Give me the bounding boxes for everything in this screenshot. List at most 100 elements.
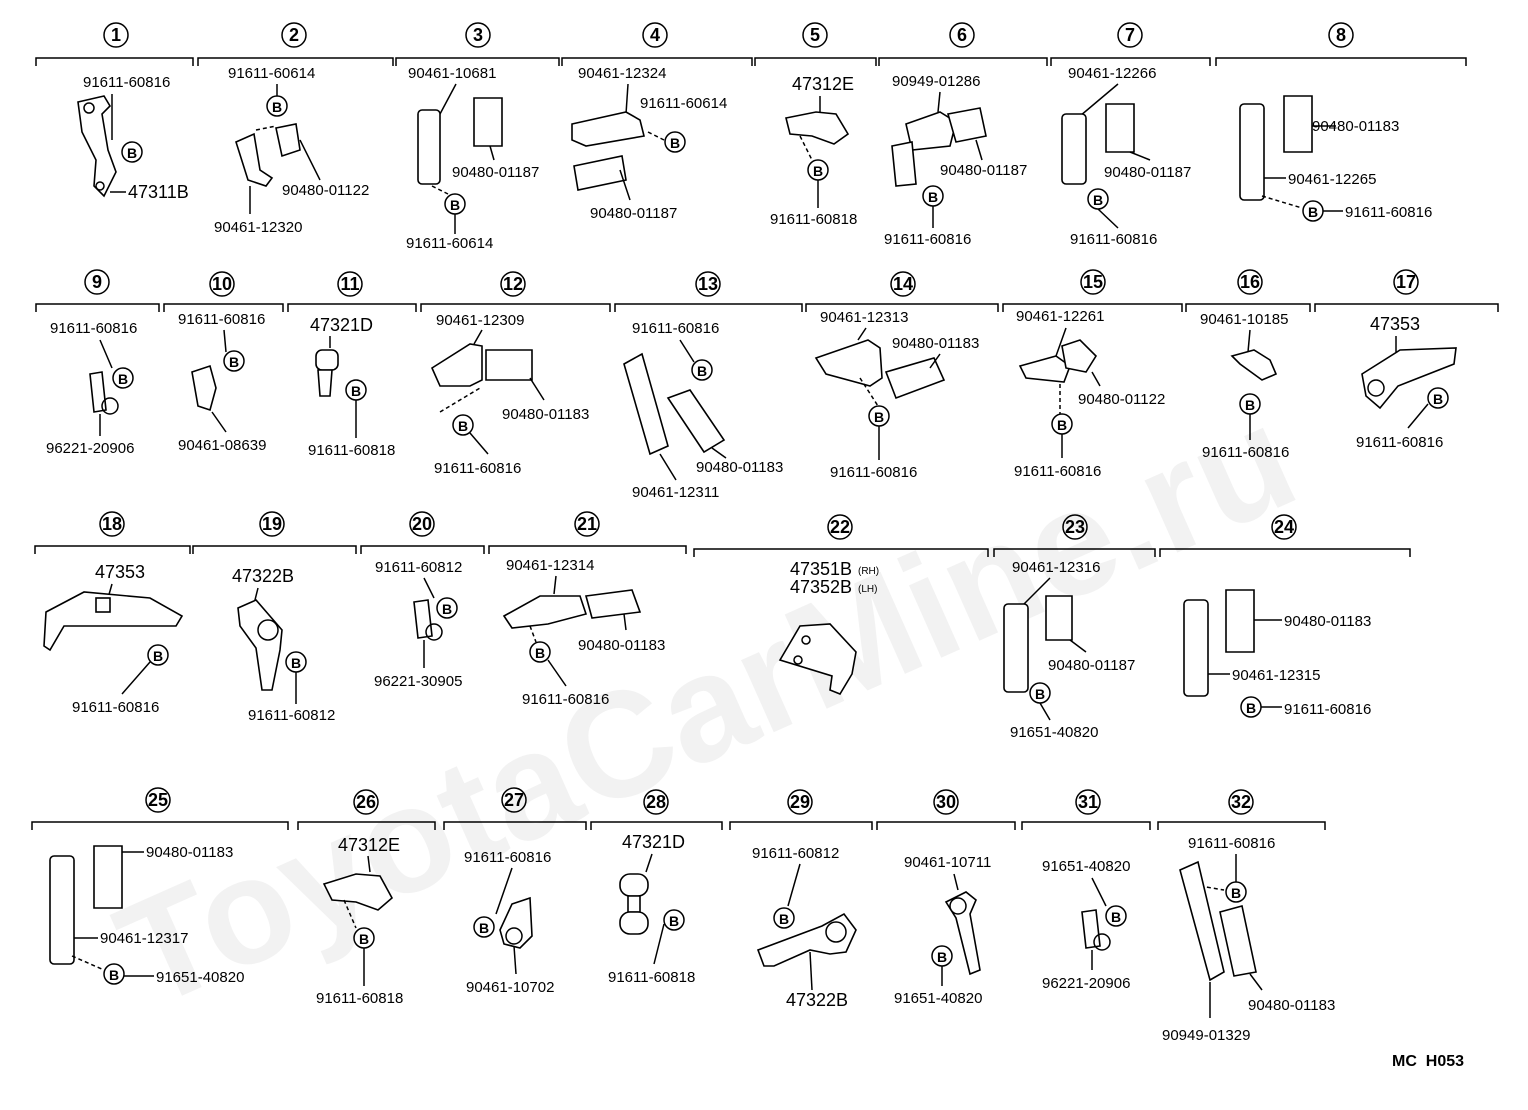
part-label: 91651-40820 [1042,858,1130,875]
group-number-circle [103,22,129,48]
group-number: 17 [1396,272,1416,292]
group-22: 22 47351B (RH) 47352B (LH) [693,514,989,695]
part-label: 47353 [95,562,145,582]
part-label: 90461-12314 [506,557,594,574]
group-number: 26 [356,792,376,812]
bracket-part [235,132,274,187]
clamp-part [623,352,669,456]
part-label: 91611-60816 [1356,434,1443,451]
group-number: 24 [1274,517,1294,537]
part-label: 90480-01183 [1312,118,1399,135]
group-bracket [1157,821,1326,830]
bolt-symbol: B [147,644,169,666]
part-label: 90480-01187 [1104,164,1191,181]
clip-part [1230,349,1278,381]
group-number: 18 [102,514,122,534]
bolt-symbol: B [1427,387,1449,409]
clamp-part [430,343,483,387]
part-label: 96221-20906 [1042,975,1130,992]
bolt-symbol: B [1240,696,1262,718]
stud [95,597,111,613]
bolt-symbol: B [223,350,245,372]
part-label: 90480-01122 [282,182,369,199]
clip-part [322,873,394,911]
bracket-part [756,912,857,967]
hole [83,102,95,114]
group-number: 25 [148,790,168,810]
part-label: 91611-60812 [752,845,839,862]
part-label: 91611-60614 [640,95,727,112]
group-19: 19 47322B B 91611-60812 [192,511,357,724]
part-label: 90461-10185 [1200,311,1288,328]
group-9: 9 91611-60816 B 96221-20906 [35,269,160,457]
clamp-part [315,349,339,371]
cushion-part [93,845,123,909]
part-label-suffix: (RH) [858,566,879,577]
svg-text:B: B [359,931,369,947]
group-bracket [34,545,191,554]
group-number: 8 [1336,25,1346,45]
group-bracket [729,821,873,830]
part-label: 90480-01183 [1248,997,1335,1014]
group-number: 2 [289,25,299,45]
part-label: 91611-60614 [228,65,315,82]
bracket-part [891,141,917,187]
cushion-part [1105,103,1135,153]
part-label: 90480-01183 [146,844,233,861]
group-21: 21 90461-12314 90480-01183 B 91611-60816 [488,511,687,708]
clip-part [1061,339,1098,373]
drawing-code: MC H053 [1392,1053,1464,1070]
group-24: 24 90480-01183 90461-12315 B 91611-60816 [1159,514,1411,718]
cushion-part [1225,589,1255,653]
group-bracket [1021,821,1151,830]
bracket-part [778,623,857,695]
bolt-symbol: B [121,141,143,163]
tab-part [627,895,641,913]
part-label: 91611-60816 [632,320,719,337]
cushion-part [1045,595,1073,641]
bracket-part [237,599,283,691]
group-number: 23 [1065,517,1085,537]
clamp-part [1018,355,1071,383]
cushion-part [946,107,987,143]
svg-text:B: B [109,967,119,983]
clip-part [1081,909,1101,949]
clamp-part [502,595,588,629]
group-number: 11 [340,274,359,294]
bolt-symbol: B [663,909,685,931]
group-number: 6 [957,25,967,45]
group-16: 16 90461-10185 B 91611-60816 [1185,269,1311,461]
clamp-part [1179,860,1225,982]
svg-text:B: B [458,418,468,434]
part-label: 91611-60818 [608,969,695,986]
clamp-part [1003,603,1029,693]
group-11: 11 47321D B 91611-60818 [287,271,417,459]
bolt-symbol: B [931,945,953,967]
group-1: 1 91611-60816 B 47311B [35,22,194,202]
group-bracket [590,821,723,830]
group-number: 9 [92,272,102,292]
clamp-part [619,873,649,897]
part-label: 90480-01187 [590,205,677,222]
bolt-symbol: B [1105,905,1127,927]
part-label: 90480-01187 [452,164,539,181]
group-bracket [31,821,289,830]
part-label: 90461-12317 [100,930,188,947]
group-25: 25 90480-01183 90461-12317 B 91651-40820 [31,787,289,986]
clamp-part [1061,113,1087,185]
svg-text:B: B [535,645,545,661]
part-label: 90461-12309 [436,312,524,329]
part-label: 91611-60614 [406,235,493,252]
part-label: 91611-60816 [1188,835,1275,852]
group-13: 13 91611-60816 B 90480-01183 90461-12311 [614,271,803,501]
group-number: 21 [577,514,597,534]
svg-text:B: B [1433,391,1443,407]
clip-part [191,364,217,412]
bolt-symbol: B [1087,188,1109,210]
cushion-part [573,155,627,191]
part-label: 90949-01329 [1162,1027,1250,1044]
svg-text:B: B [1246,700,1256,716]
part-label: 91611-60816 [72,699,159,716]
group-bracket [163,303,284,312]
bolt-symbol: B [922,185,944,207]
